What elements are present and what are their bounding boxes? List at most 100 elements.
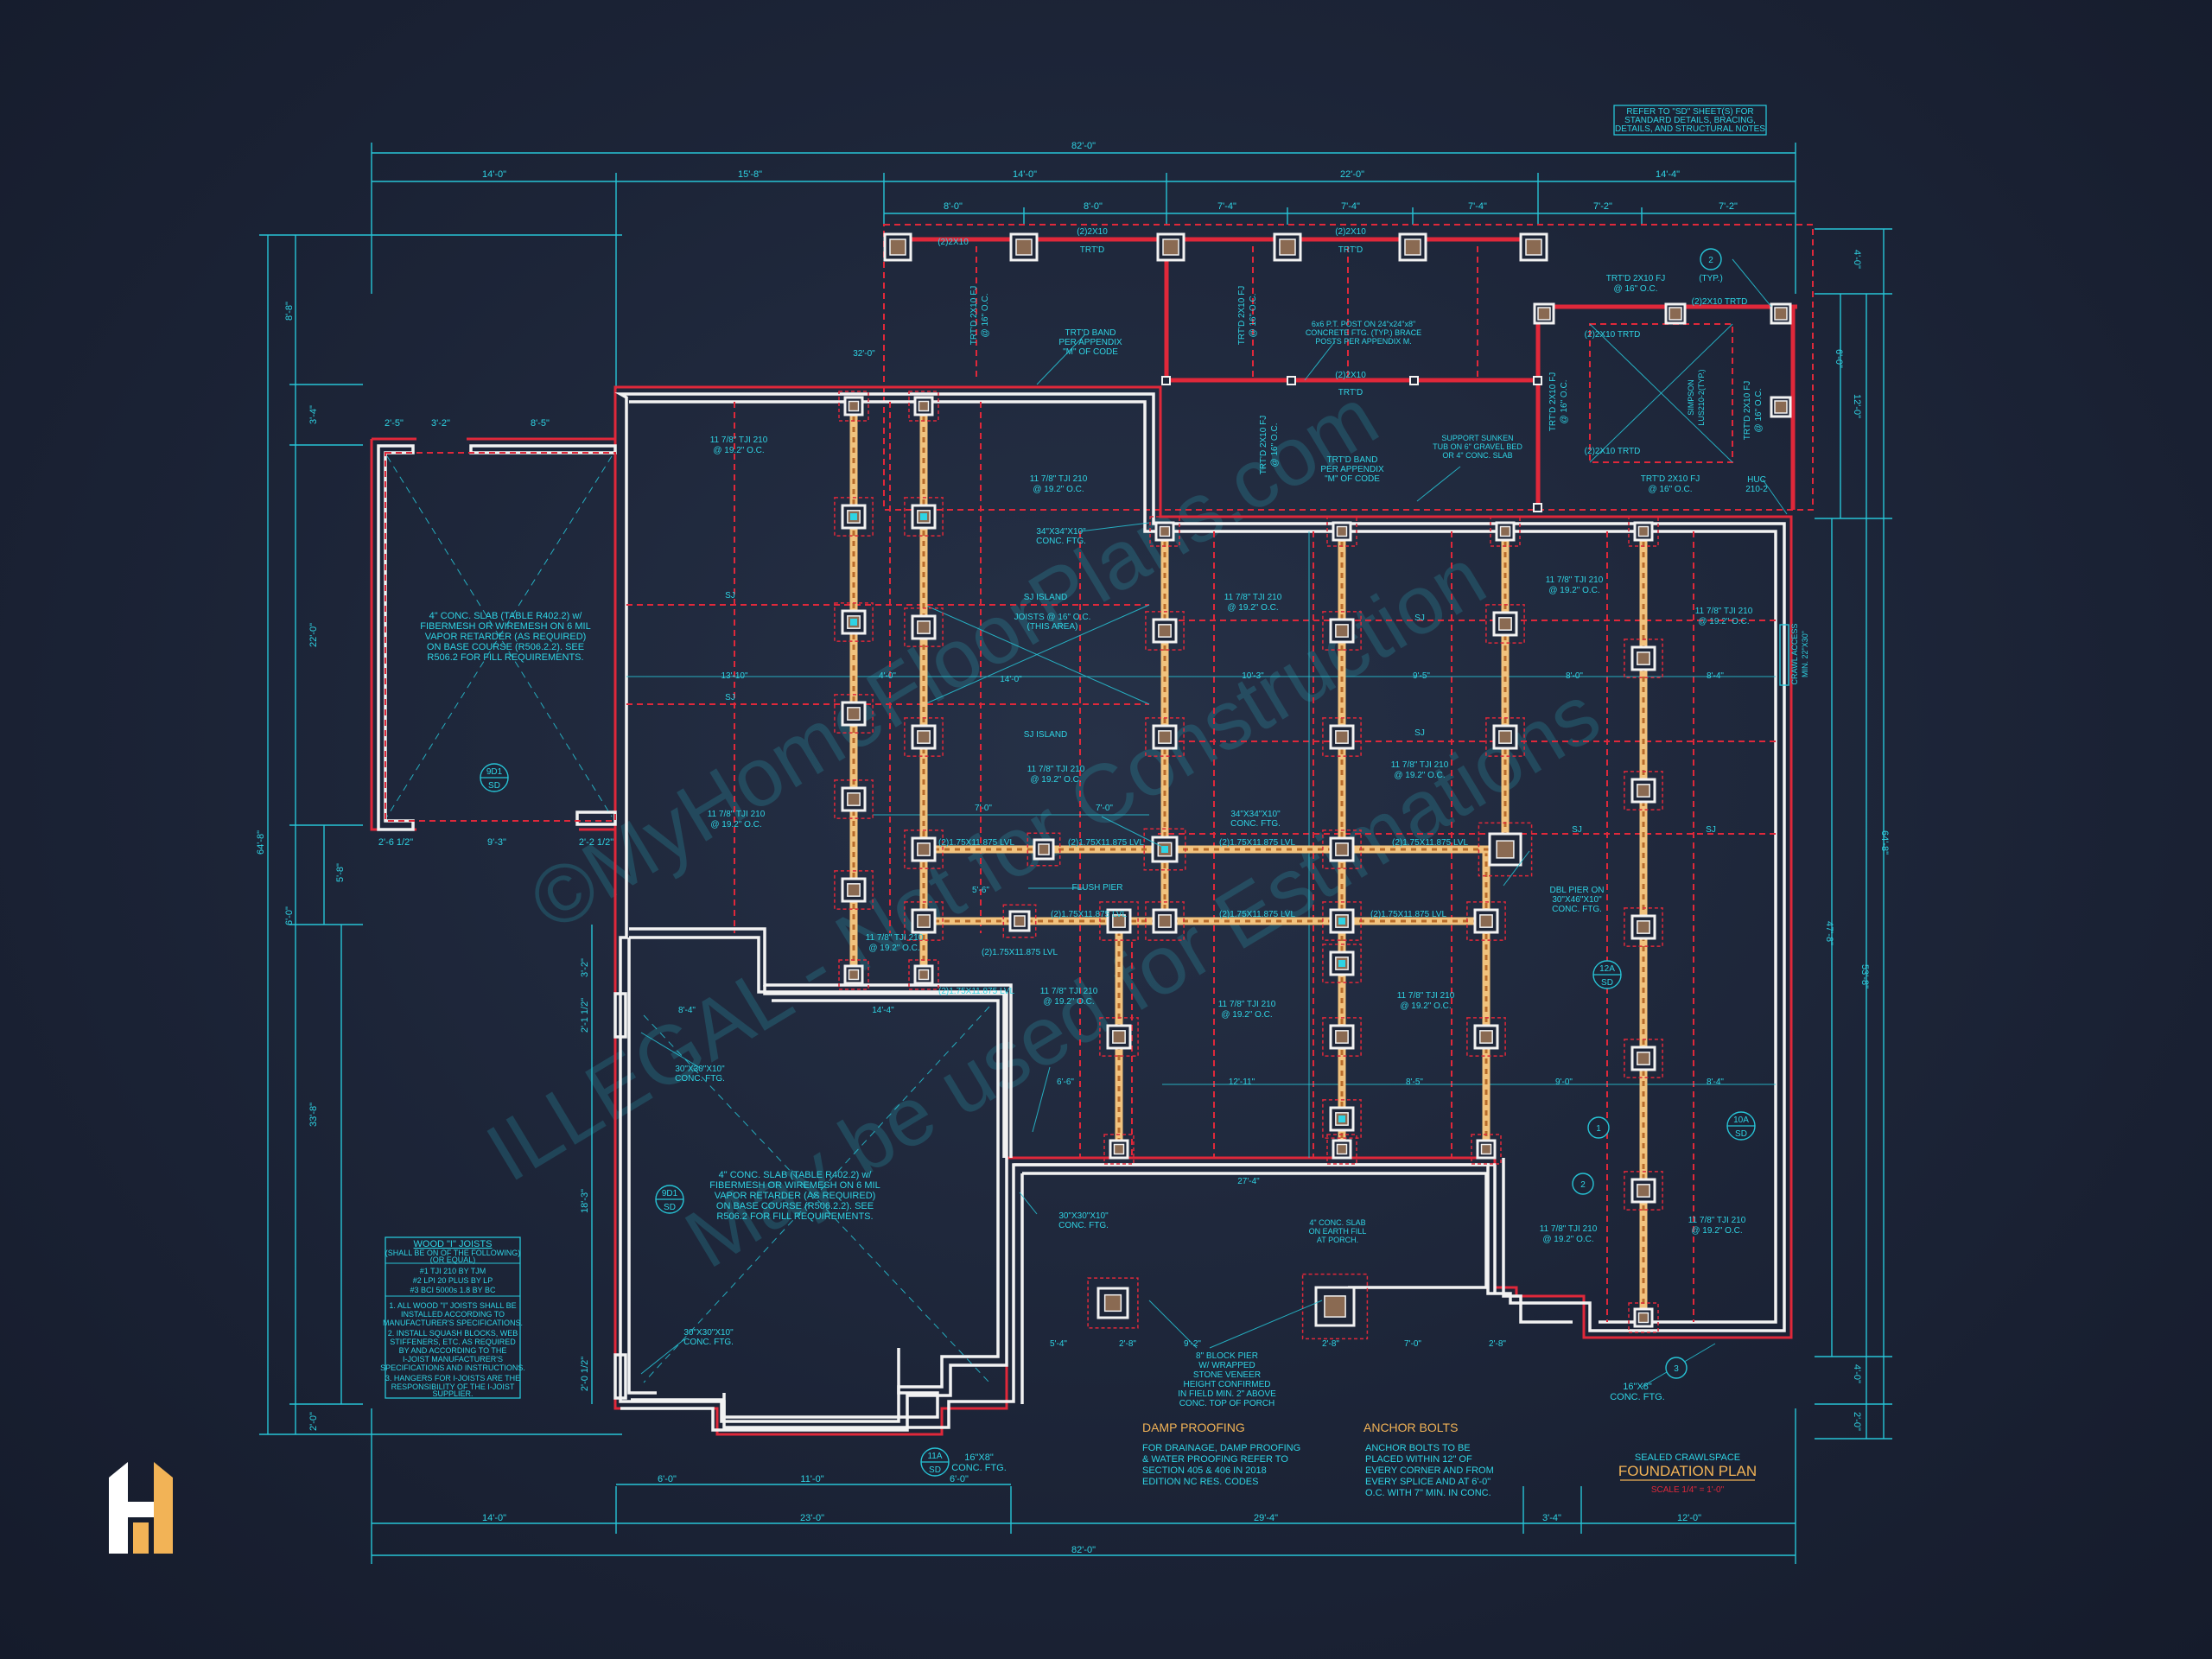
- rear-deck-framing: [883, 224, 1814, 512]
- pier-core: [1637, 525, 1649, 537]
- slab-note: 4" CONC. SLAB (TABLE R402.2) w/: [429, 611, 583, 621]
- pier-core: [1479, 1030, 1493, 1044]
- dim-label: 33'-8": [308, 1103, 319, 1127]
- dim-label: 5'-4": [1050, 1339, 1067, 1349]
- pier-core: [917, 620, 931, 634]
- typ-note: (TYP.): [1699, 274, 1723, 283]
- member-label: (2)2X10 TRTD: [1585, 330, 1641, 340]
- beam-label: (2)1.75X11.875 LVL: [938, 838, 1014, 848]
- dim-label: 22'-0": [308, 623, 319, 647]
- pier-marker: [1338, 918, 1345, 925]
- pier-core: [1498, 730, 1512, 744]
- pier-footing: [1099, 1017, 1139, 1057]
- refer-note: STANDARD DETAILS, BRACING,: [1624, 116, 1756, 125]
- pier-core: [847, 792, 861, 806]
- block-pier-note: W/ WRAPPED: [1198, 1361, 1255, 1370]
- svg-text:2: 2: [1708, 256, 1713, 265]
- ftg-note: CONC. FTG.: [683, 1338, 734, 1347]
- pier-core: [1499, 525, 1511, 537]
- pier-footing: [1326, 1134, 1357, 1165]
- pier-core: [1158, 914, 1172, 928]
- joist-label: @ 19.2" O.C.: [713, 446, 764, 455]
- dim-overall-bottom: 82'-0": [1071, 1545, 1096, 1555]
- sunken-note: SUPPORT SUNKEN: [1441, 434, 1513, 442]
- member-label: @ 16" O.C.: [1270, 423, 1280, 467]
- dim-label: 2'-2 1/2": [579, 837, 613, 848]
- svg-text:& WATER PROOFING REFER TO: & WATER PROOFING REFER TO: [1142, 1454, 1288, 1465]
- dim-label: 47'-8": [1824, 921, 1834, 945]
- pier-footing: [1087, 1277, 1139, 1329]
- pier-core: [1113, 1143, 1125, 1155]
- pier-footing: [1322, 611, 1362, 651]
- pier-marker: [1161, 846, 1168, 853]
- pier-footing: [838, 391, 869, 422]
- dim-label: 8'-4": [1707, 1077, 1724, 1087]
- svg-text:1: 1: [1596, 1124, 1601, 1134]
- pier-footing: [1624, 907, 1663, 947]
- joist-label: @ 19.2" O.C.: [1691, 1226, 1742, 1236]
- pier-footing: [1466, 1017, 1506, 1057]
- dim-label: 3'-2": [431, 418, 450, 429]
- svg-text:#2 LPI 20 PLUS BY LP: #2 LPI 20 PLUS BY LP: [413, 1276, 493, 1285]
- member-label: TRT'D 2X10 FJ: [1743, 381, 1752, 440]
- huc-note: HUC: [1747, 475, 1766, 485]
- pier-footing: [1143, 828, 1186, 871]
- svg-text:(OR EQUAL): (OR EQUAL): [430, 1255, 476, 1264]
- joist-label: @ 19.2" O.C.: [1542, 1235, 1593, 1244]
- callout-3: 3: [1665, 1357, 1688, 1379]
- slab-note: VAPOR RETARDER (AS REQUIRED): [425, 632, 587, 642]
- pier-core: [917, 842, 931, 856]
- member-label: (2)2X10 TRTD: [1585, 447, 1641, 456]
- dim-label: 6'-0": [1834, 349, 1844, 368]
- dbl-pier-note: DBL PIER ON: [1550, 886, 1605, 895]
- pier-footing: [904, 607, 944, 647]
- block-pier-note: STONE VENEER: [1193, 1370, 1261, 1380]
- pier-footing: [908, 959, 939, 990]
- porch-slab-note: 4" CONC. SLAB: [1309, 1218, 1365, 1227]
- svg-text:10A: 10A: [1733, 1116, 1749, 1125]
- ftg-note: 16"X8": [1623, 1382, 1652, 1392]
- dim-label: 3'-4": [1542, 1513, 1561, 1523]
- pier-core: [1112, 914, 1126, 928]
- block-pier-note: 8" BLOCK PIER: [1196, 1351, 1258, 1361]
- member-label: @ 16" O.C.: [1560, 380, 1569, 424]
- joist-label: 11 7/8" TJI 210: [1027, 765, 1085, 774]
- pier-footing: [1485, 717, 1525, 757]
- dim-label: 13'-10": [721, 671, 747, 681]
- dim-label: 2'-8": [1119, 1339, 1136, 1349]
- pier-footing: [1490, 516, 1521, 547]
- joist-label: @ 19.2" O.C.: [868, 944, 919, 953]
- pier-footing: [1002, 904, 1037, 938]
- pier-marker: [920, 513, 927, 520]
- pier-core: [918, 969, 930, 981]
- dim-label: 8'-0": [944, 201, 963, 212]
- crawl-access-note: MIN. 22"X30": [1801, 631, 1809, 677]
- dim-label: 8'-4": [678, 1006, 696, 1015]
- svg-text:I-JOIST MANUFACTURER'S: I-JOIST MANUFACTURER'S: [403, 1355, 503, 1363]
- ftg-note: 30"X30"X10": [683, 1328, 734, 1338]
- slab-note: ON BASE COURSE (R506.2.2). SEE: [427, 642, 584, 652]
- pier-core: [917, 914, 931, 928]
- svg-text:1. ALL WOOD "I" JOISTS SHALL B: 1. ALL WOOD "I" JOISTS SHALL BE: [389, 1301, 516, 1310]
- svg-text:EVERY SPLICE AND AT 6'-0": EVERY SPLICE AND AT 6'-0": [1365, 1477, 1491, 1487]
- svg-text:3. HANGERS FOR I-JOISTS ARE TH: 3. HANGERS FOR I-JOISTS ARE THE: [385, 1374, 520, 1382]
- pier-footing: [904, 717, 944, 757]
- pier-footing: [1466, 901, 1506, 941]
- band-note: PER APPENDIX: [1058, 338, 1122, 347]
- band-note: "M" OF CODE: [1325, 474, 1380, 484]
- dim-label: 2'-8": [1489, 1339, 1506, 1349]
- joist-label: 11 7/8" TJI 210: [1546, 575, 1604, 585]
- callout-1: 1: [1587, 1116, 1610, 1139]
- dim-label: 3'-2": [580, 958, 590, 977]
- dim-label: 7'-2": [1593, 201, 1612, 212]
- joist-label: @ 19.2" O.C.: [1221, 1010, 1272, 1020]
- dim-label: 14'-0": [482, 1513, 506, 1523]
- joist-label: 11 7/8" TJI 210: [708, 810, 766, 819]
- svg-text:#1 TJI 210 BY TJM: #1 TJI 210 BY TJM: [420, 1267, 486, 1275]
- pier-footing: [1322, 901, 1362, 941]
- sj-label: SJ: [1572, 825, 1582, 835]
- pier-core: [1112, 1030, 1126, 1044]
- dim-label: 23'-0": [800, 1513, 824, 1523]
- pier-footing: [1322, 1017, 1362, 1057]
- wood-joists-title: WOOD "I" JOISTS: [414, 1239, 493, 1249]
